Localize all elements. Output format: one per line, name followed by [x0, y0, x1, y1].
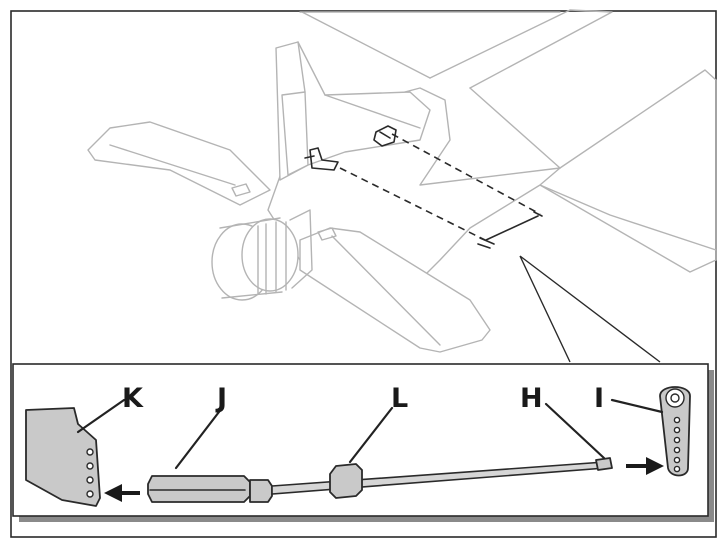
pushrod-small [477, 211, 543, 249]
outer-frame [10, 10, 717, 538]
callout-h: H [520, 383, 543, 414]
left-stabilizer [87, 121, 271, 206]
aircraft-tail-view [87, 9, 717, 363]
callout-k: K [122, 383, 144, 414]
rudder-servo-arm [373, 125, 397, 147]
callout-j: J [215, 383, 227, 414]
callout-l: L [391, 383, 408, 414]
wing-leading-edge [299, 11, 561, 79]
arrow-into-servo-arm [626, 457, 664, 475]
detail-panel: K J L H I [12, 363, 714, 522]
leader-j [174, 406, 224, 470]
detail-callout-line [519, 255, 661, 363]
leader-l [348, 406, 394, 464]
leader-i [610, 398, 664, 414]
pushrod-path-upper [391, 133, 541, 215]
clevis-j [147, 475, 273, 503]
exhaust-nozzle [211, 209, 313, 301]
left-elevator-line [109, 144, 236, 186]
right-elevator-line [331, 235, 441, 346]
servo-hatch-left [231, 183, 251, 197]
callout-i: I [594, 383, 604, 414]
leader-h [544, 402, 606, 460]
rudder-control-horn [304, 147, 339, 171]
pushrod-path-lower [339, 167, 486, 241]
servo-arm-i [659, 386, 691, 477]
rudder [281, 91, 309, 176]
right-stabilizer [299, 227, 491, 353]
keeper-l [329, 463, 363, 499]
arrow-into-horn [104, 484, 140, 502]
right-wing-flap [469, 87, 717, 251]
servo-hatch-right [317, 227, 337, 241]
control-horn-k [25, 407, 101, 507]
right-wing [429, 9, 717, 273]
z-bend-h [595, 457, 613, 471]
fin-hinge-line [297, 41, 421, 129]
leader-k [76, 398, 126, 434]
